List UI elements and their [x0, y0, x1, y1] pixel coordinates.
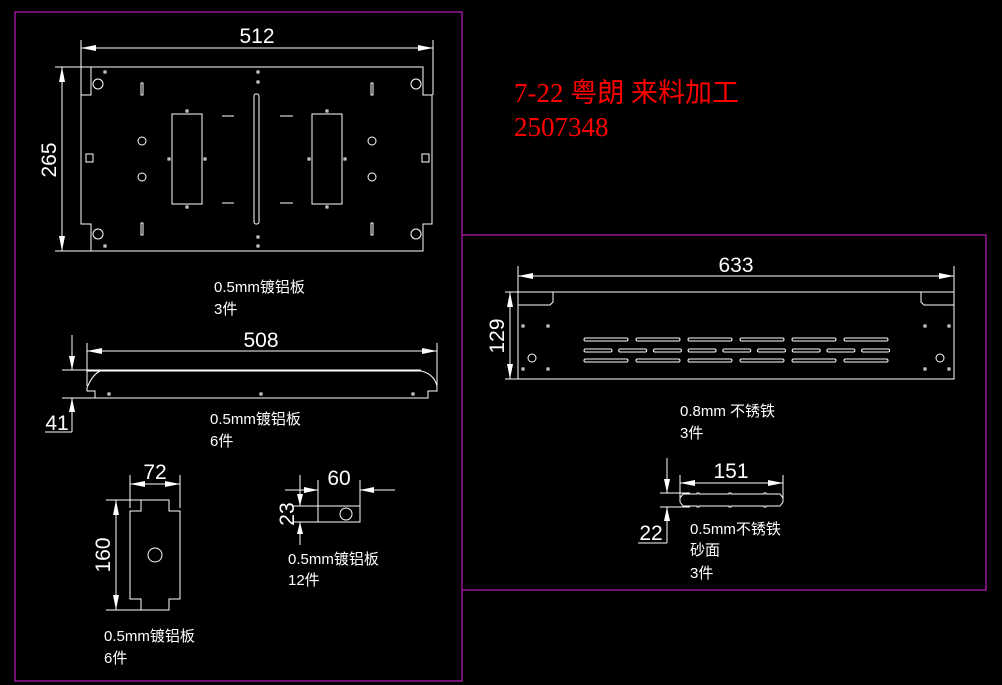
- small-strip-qty: 12件: [288, 572, 320, 589]
- small-plate-height-dim: 160: [92, 537, 115, 572]
- front-panel-material: 0.8mm 不锈铁: [680, 403, 775, 420]
- title-line-2: 2507348: [514, 112, 609, 142]
- vent-slot: [687, 358, 733, 363]
- vent-slot: [618, 348, 648, 353]
- vent-slot: [843, 358, 889, 363]
- thin-strip-material: 0.5mm不锈铁: [690, 521, 781, 538]
- small-plate-width-dim: 72: [143, 461, 166, 484]
- long-bar-height-dim: 41: [45, 412, 68, 435]
- vent-slot: [843, 337, 889, 342]
- long-bar-material: 0.5mm镀铝板: [210, 410, 301, 428]
- vent-slot: [687, 337, 733, 342]
- thin-strip-drawing: [638, 458, 784, 544]
- vent-slot: [826, 348, 856, 353]
- long-bar-width-dim: 508: [243, 329, 278, 352]
- thin-strip-qty: 3件: [690, 565, 713, 582]
- top-plate-material: 0.5mm镀铝板: [214, 278, 305, 296]
- thin-strip-height-dim: 22: [639, 522, 662, 545]
- vent-slot: [791, 348, 821, 353]
- vent-slot: [583, 337, 629, 342]
- vent-slots: [583, 337, 891, 363]
- vent-slot: [687, 348, 717, 353]
- right-sheet-frame: [462, 234, 987, 591]
- thin-strip-width-dim: 151: [713, 460, 748, 483]
- long-bar-drawing: [45, 335, 438, 433]
- left-sheet-frame: [14, 11, 463, 682]
- small-strip-width-dim: 60: [327, 467, 350, 490]
- small-plate-drawing: [106, 475, 181, 611]
- vent-slot: [722, 348, 752, 353]
- small-strip-height-dim: 23: [276, 502, 299, 525]
- long-bar-qty: 6件: [210, 433, 233, 450]
- small-plate-material: 0.5mm镀铝板: [104, 627, 195, 645]
- vent-slot: [739, 358, 785, 363]
- vent-slot: [635, 358, 681, 363]
- front-panel-qty: 3件: [680, 425, 703, 442]
- top-plate-width-dim: 512: [239, 25, 274, 48]
- top-plate-height-dim: 265: [38, 142, 61, 177]
- top-plate-drawing: [55, 40, 434, 252]
- title-line-1: 7-22 粤朗 来料加工: [514, 78, 739, 108]
- vent-slot: [791, 358, 837, 363]
- vent-slot: [583, 348, 613, 353]
- front-panel-height-dim: 129: [486, 318, 509, 353]
- small-strip-material: 0.5mm镀铝板: [288, 550, 379, 568]
- vent-slot: [757, 348, 786, 353]
- thin-strip-finish: 砂面: [690, 542, 720, 559]
- vent-slot: [791, 337, 837, 342]
- front-panel-width-dim: 633: [718, 254, 753, 277]
- small-plate-qty: 6件: [104, 650, 127, 667]
- small-strip-drawing: [285, 475, 395, 545]
- top-plate-qty: 3件: [214, 301, 237, 318]
- vent-slot: [652, 348, 682, 353]
- front-panel-drawing: [505, 266, 955, 380]
- vent-slot: [739, 337, 785, 342]
- vent-slot: [861, 348, 891, 353]
- vent-slot: [635, 337, 681, 342]
- vent-slot: [583, 358, 629, 363]
